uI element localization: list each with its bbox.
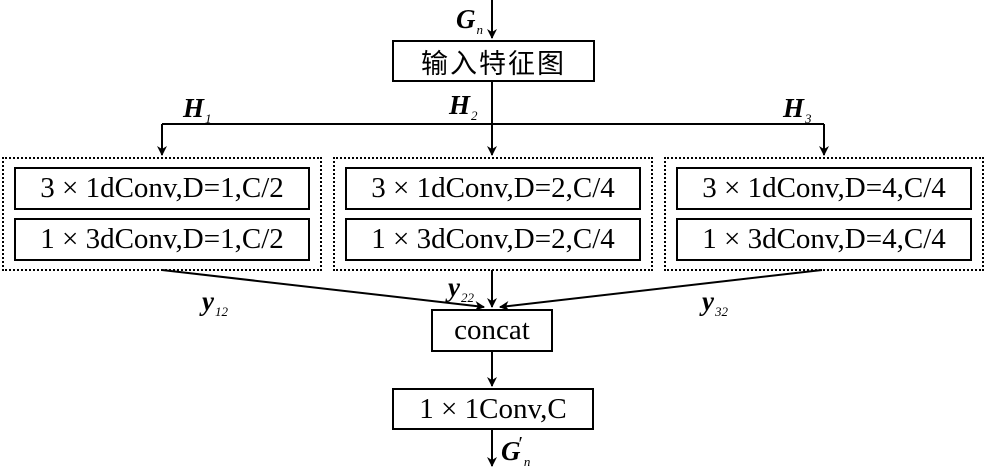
branch-label-h1: H1 <box>183 93 212 126</box>
arrow-y32 <box>499 269 823 311</box>
branch-group-3 <box>664 157 984 271</box>
input-feature-map-box: 输入特征图 <box>392 40 595 82</box>
branch-1-conv-1x3: 1 × 3dConv,D=1,C/2 <box>14 218 310 261</box>
output-label-y32: y32 <box>702 286 728 319</box>
branch-label-h2: H2 <box>449 90 478 123</box>
final-conv-box: 1 × 1Conv,C <box>392 388 594 430</box>
branch-1-conv-3x1: 3 × 1dConv,D=1,C/2 <box>14 167 310 210</box>
input-label-gn: Gn <box>456 4 483 37</box>
branch-2-conv-1x3: 1 × 3dConv,D=2,C/4 <box>345 218 641 261</box>
branch-2-conv-3x1: 3 × 1dConv,D=2,C/4 <box>345 167 641 210</box>
branch-group-1 <box>2 157 322 271</box>
branch-3-conv-1x3: 1 × 3dConv,D=4,C/4 <box>676 218 972 261</box>
branch-group-2 <box>333 157 653 271</box>
output-label-y22: y22 <box>448 272 474 305</box>
concat-box: concat <box>431 309 553 352</box>
output-label-gn-prime: G′n <box>501 433 531 469</box>
branch-3-conv-3x1: 3 × 1dConv,D=4,C/4 <box>676 167 972 210</box>
arrow-y12 <box>161 269 485 311</box>
branch-label-h3: H3 <box>783 93 812 126</box>
output-label-y12: y12 <box>202 286 228 319</box>
